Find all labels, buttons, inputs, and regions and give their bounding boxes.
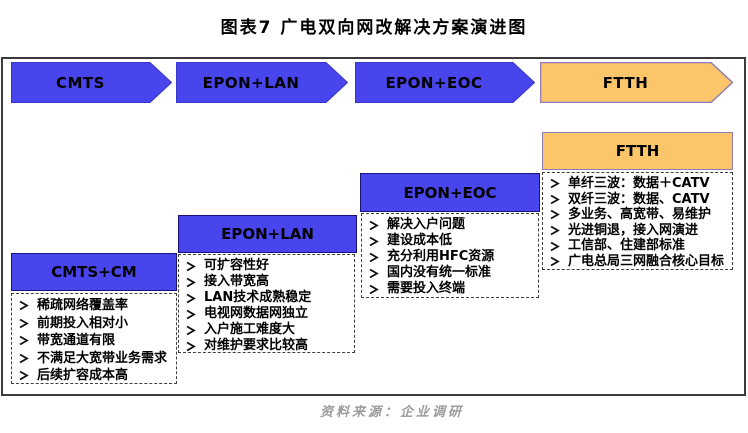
figure-border-frame [1, 57, 746, 396]
stage-label-epon-eoc: EPON+EOC [385, 73, 483, 92]
arrowhead-bullet-icon [186, 277, 196, 287]
list-item: 解决入户问题 [362, 217, 538, 233]
arrowhead-bullet-icon [550, 179, 560, 189]
list-item: 单纤三波：数据＋CATV [543, 176, 732, 192]
arrowhead-bullet-icon [369, 252, 379, 262]
arrowhead-bullet-icon [186, 261, 196, 271]
solution-header-epon-lan: EPON+LAN [178, 215, 357, 253]
list-item: 国内没有统一标准 [362, 265, 538, 281]
stage-arrow-epon-eoc: EPON+EOC [355, 62, 535, 103]
stage-arrow-ftth: FTTH [540, 62, 733, 103]
figure-title: 图表7 广电双向网改解决方案演进图 [220, 18, 528, 38]
right-arrow-shape-icon [540, 62, 733, 103]
list-item: 多业务、高宽带、易维护 [543, 207, 732, 223]
right-arrow-shape-icon [176, 62, 348, 103]
arrowhead-bullet-icon [186, 341, 196, 351]
list-item: 接入带宽高 [179, 274, 354, 290]
list-item: 入户施工难度大 [179, 322, 354, 338]
arrowhead-bullet-icon [19, 300, 29, 311]
arrowhead-bullet-icon [550, 210, 560, 220]
solution-panel-ftth: 单纤三波：数据＋CATV 双纤三波：数据、CATV 多业务、高宽带、易维护 光进… [542, 172, 733, 270]
arrowhead-bullet-icon [369, 268, 379, 278]
list-item: 稀疏网络覆盖率 [12, 297, 176, 315]
list-item: 充分利用HFC资源 [362, 249, 538, 265]
stage-arrow-epon-lan: EPON+LAN [176, 62, 348, 103]
list-item: 广电总局三网融合核心目标 [543, 254, 732, 269]
arrowhead-bullet-icon [19, 318, 29, 329]
list-item: 前期投入相对小 [12, 315, 176, 333]
list-item: 工信部、住建部标准 [543, 238, 732, 254]
stage-label-ftth: FTTH [602, 73, 649, 92]
stage-arrow-cmts: CMTS [11, 62, 172, 103]
list-item: 建设成本低 [362, 233, 538, 249]
solution-panel-cmts-cm: 稀疏网络覆盖率 前期投入相对小 带宽通道有限 不满足大宽带业务需求 后续扩容成本… [11, 293, 177, 384]
arrowhead-bullet-icon [369, 284, 379, 294]
solution-list-cmts-cm: 稀疏网络覆盖率 前期投入相对小 带宽通道有限 不满足大宽带业务需求 后续扩容成本… [12, 297, 176, 383]
solution-list-epon-lan: 可扩容性好 接入带宽高 LAN技术成熟稳定 电视网数据网独立 入户施工难度大 对… [179, 258, 354, 352]
arrowhead-bullet-icon [550, 256, 560, 267]
list-item: 需要投入终端 [362, 281, 538, 297]
solution-header-cmts-cm: CMTS+CM [11, 253, 177, 291]
list-item: 不满足大宽带业务需求 [12, 350, 176, 368]
solution-panel-epon-lan: 可扩容性好 接入带宽高 LAN技术成熟稳定 电视网数据网独立 入户施工难度大 对… [178, 254, 355, 353]
arrowhead-bullet-icon [186, 325, 196, 335]
arrowhead-bullet-icon [19, 353, 29, 364]
solution-panel-epon-eoc: 解决入户问题 建设成本低 充分利用HFC资源 国内没有统一标准 需要投入终端 [361, 213, 539, 298]
arrowhead-bullet-icon [550, 241, 560, 251]
list-item: 电视网数据网独立 [179, 306, 354, 322]
arrowhead-bullet-icon [550, 194, 560, 205]
solution-header-epon-eoc: EPON+EOC [360, 173, 540, 212]
list-item: 光进铜退，接入网演进 [543, 223, 732, 239]
arrowhead-bullet-icon [550, 225, 560, 236]
data-source-note: 资料来源：企业调研 [319, 405, 464, 420]
right-arrow-shape-icon [355, 62, 535, 103]
right-arrow-shape-icon [11, 62, 172, 103]
arrowhead-bullet-icon [19, 370, 29, 381]
list-item: 可扩容性好 [179, 258, 354, 274]
list-item: 后续扩容成本高 [12, 367, 176, 383]
solution-header-ftth: FTTH [542, 132, 733, 170]
arrowhead-bullet-icon [186, 293, 196, 303]
list-item: 对维护要求比较高 [179, 338, 354, 352]
list-item: LAN技术成熟稳定 [179, 290, 354, 306]
list-item: 带宽通道有限 [12, 332, 176, 350]
solution-list-epon-eoc: 解决入户问题 建设成本低 充分利用HFC资源 国内没有统一标准 需要投入终端 [362, 217, 538, 297]
stage-label-epon-lan: EPON+LAN [202, 73, 300, 92]
stage-label-cmts: CMTS [56, 73, 105, 92]
arrowhead-bullet-icon [369, 236, 379, 246]
arrowhead-bullet-icon [186, 309, 196, 319]
solution-list-ftth: 单纤三波：数据＋CATV 双纤三波：数据、CATV 多业务、高宽带、易维护 光进… [543, 176, 732, 269]
arrowhead-bullet-icon [19, 335, 29, 346]
arrowhead-bullet-icon [369, 220, 379, 230]
list-item: 双纤三波：数据、CATV [543, 192, 732, 208]
